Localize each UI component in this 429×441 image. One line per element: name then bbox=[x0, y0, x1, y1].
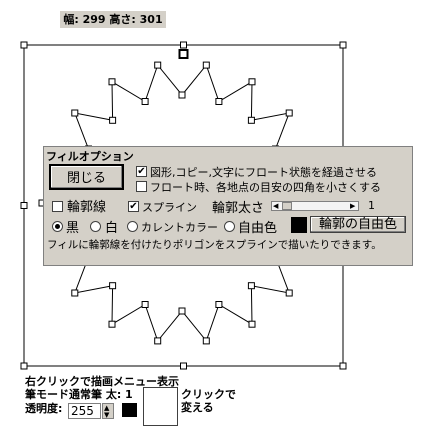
radio-free-color[interactable] bbox=[224, 221, 235, 232]
radio-black[interactable] bbox=[52, 221, 63, 232]
radio-white-label: 白 bbox=[105, 221, 119, 236]
vertex-marker bbox=[285, 289, 293, 297]
radio-white[interactable] bbox=[90, 221, 101, 232]
arrow-up-icon[interactable]: ▲ bbox=[104, 404, 110, 412]
click-change-text-1: クリックで bbox=[181, 388, 236, 401]
option-small-marker-label: フロート時、各地点の目安の四角を小さくする bbox=[150, 181, 381, 194]
opacity-label: 透明度: bbox=[25, 402, 63, 415]
vertex-marker bbox=[248, 320, 256, 328]
vertex-marker bbox=[154, 61, 162, 69]
arrow-left-icon[interactable]: ◀ bbox=[273, 202, 279, 210]
vertex-marker bbox=[108, 320, 116, 328]
selection-handle[interactable] bbox=[339, 362, 347, 370]
brush-preview-box[interactable] bbox=[143, 387, 178, 426]
vertex-marker bbox=[215, 301, 223, 308]
vertex-marker bbox=[154, 337, 162, 345]
close-button[interactable]: 閉じる bbox=[49, 164, 124, 190]
size-label: 幅: 299 高さ: 301 bbox=[60, 11, 166, 28]
arrow-right-icon[interactable]: ▶ bbox=[350, 202, 356, 210]
option-float-label: 図形,コピー,文字にフロート状態を経過させる bbox=[150, 166, 377, 179]
thickness-slider[interactable]: ◀ ▶ bbox=[271, 201, 359, 211]
vertex-marker bbox=[247, 116, 255, 124]
anchor-handle[interactable] bbox=[178, 49, 189, 59]
vertex-marker bbox=[71, 289, 79, 297]
dialog-title: フィルオプション bbox=[46, 150, 134, 163]
vertex-marker bbox=[108, 78, 116, 86]
selection-handle[interactable] bbox=[180, 41, 187, 49]
arrow-down-icon[interactable]: ▼ bbox=[104, 411, 110, 419]
vertex-marker bbox=[141, 301, 149, 308]
status-line-1: 右クリックで描画メニュー表示 bbox=[25, 375, 179, 388]
vertex-marker bbox=[215, 98, 223, 105]
current-color-swatch[interactable] bbox=[122, 403, 137, 417]
thickness-value: 1 bbox=[368, 199, 375, 212]
selection-handle[interactable] bbox=[20, 41, 28, 49]
slider-thumb[interactable] bbox=[282, 202, 292, 210]
opacity-input[interactable]: 255 bbox=[68, 403, 101, 419]
radio-current-color-label: カレントカラー bbox=[141, 221, 218, 234]
radio-free-color-label: 自由色 bbox=[238, 221, 278, 236]
outline-free-color-button[interactable]: 輪郭の自由色 bbox=[310, 216, 406, 233]
free-color-swatch[interactable] bbox=[291, 217, 307, 233]
thickness-label: 輪郭太さ bbox=[212, 201, 265, 216]
vertex-marker bbox=[178, 307, 186, 315]
outline-label: 輪郭線 bbox=[67, 200, 107, 215]
click-change-text-2: 変える bbox=[181, 401, 214, 414]
vertex-marker bbox=[178, 91, 186, 99]
spline-label: スプライン bbox=[142, 201, 197, 214]
vertex-marker bbox=[248, 78, 256, 86]
status-line-2: 筆モード通常筆 太: 1 bbox=[25, 388, 133, 401]
fill-options-dialog: フィルオプション 閉じる ✔ 図形,コピー,文字にフロート状態を経過させる フロ… bbox=[43, 146, 413, 266]
radio-current-color[interactable] bbox=[127, 221, 138, 232]
radio-black-label: 黒 bbox=[66, 221, 80, 236]
vertex-marker bbox=[109, 116, 117, 124]
selection-handle[interactable] bbox=[339, 41, 347, 49]
vertex-marker bbox=[202, 337, 210, 345]
vertex-marker bbox=[247, 282, 255, 290]
vertex-marker bbox=[141, 98, 149, 105]
selection-handle[interactable] bbox=[20, 362, 28, 370]
spline-checkbox[interactable]: ✔ bbox=[128, 201, 139, 212]
vertex-marker bbox=[109, 282, 117, 290]
selection-handle[interactable] bbox=[20, 202, 28, 209]
dialog-hint: フィルに輪郭線を付けたりポリゴンをスプラインで描いたりできます。 bbox=[47, 239, 382, 251]
option-float-checkbox[interactable]: ✔ bbox=[136, 166, 147, 177]
opacity-spinner[interactable]: ▲ ▼ bbox=[102, 403, 114, 419]
check-icon: ✔ bbox=[137, 166, 146, 177]
vertex-marker bbox=[71, 109, 79, 117]
vertex-marker bbox=[202, 61, 210, 69]
check-icon: ✔ bbox=[129, 201, 138, 212]
option-small-marker-checkbox[interactable] bbox=[136, 181, 147, 192]
vertex-marker bbox=[285, 109, 293, 117]
selection-handle[interactable] bbox=[180, 362, 187, 370]
outline-checkbox[interactable] bbox=[52, 201, 63, 212]
